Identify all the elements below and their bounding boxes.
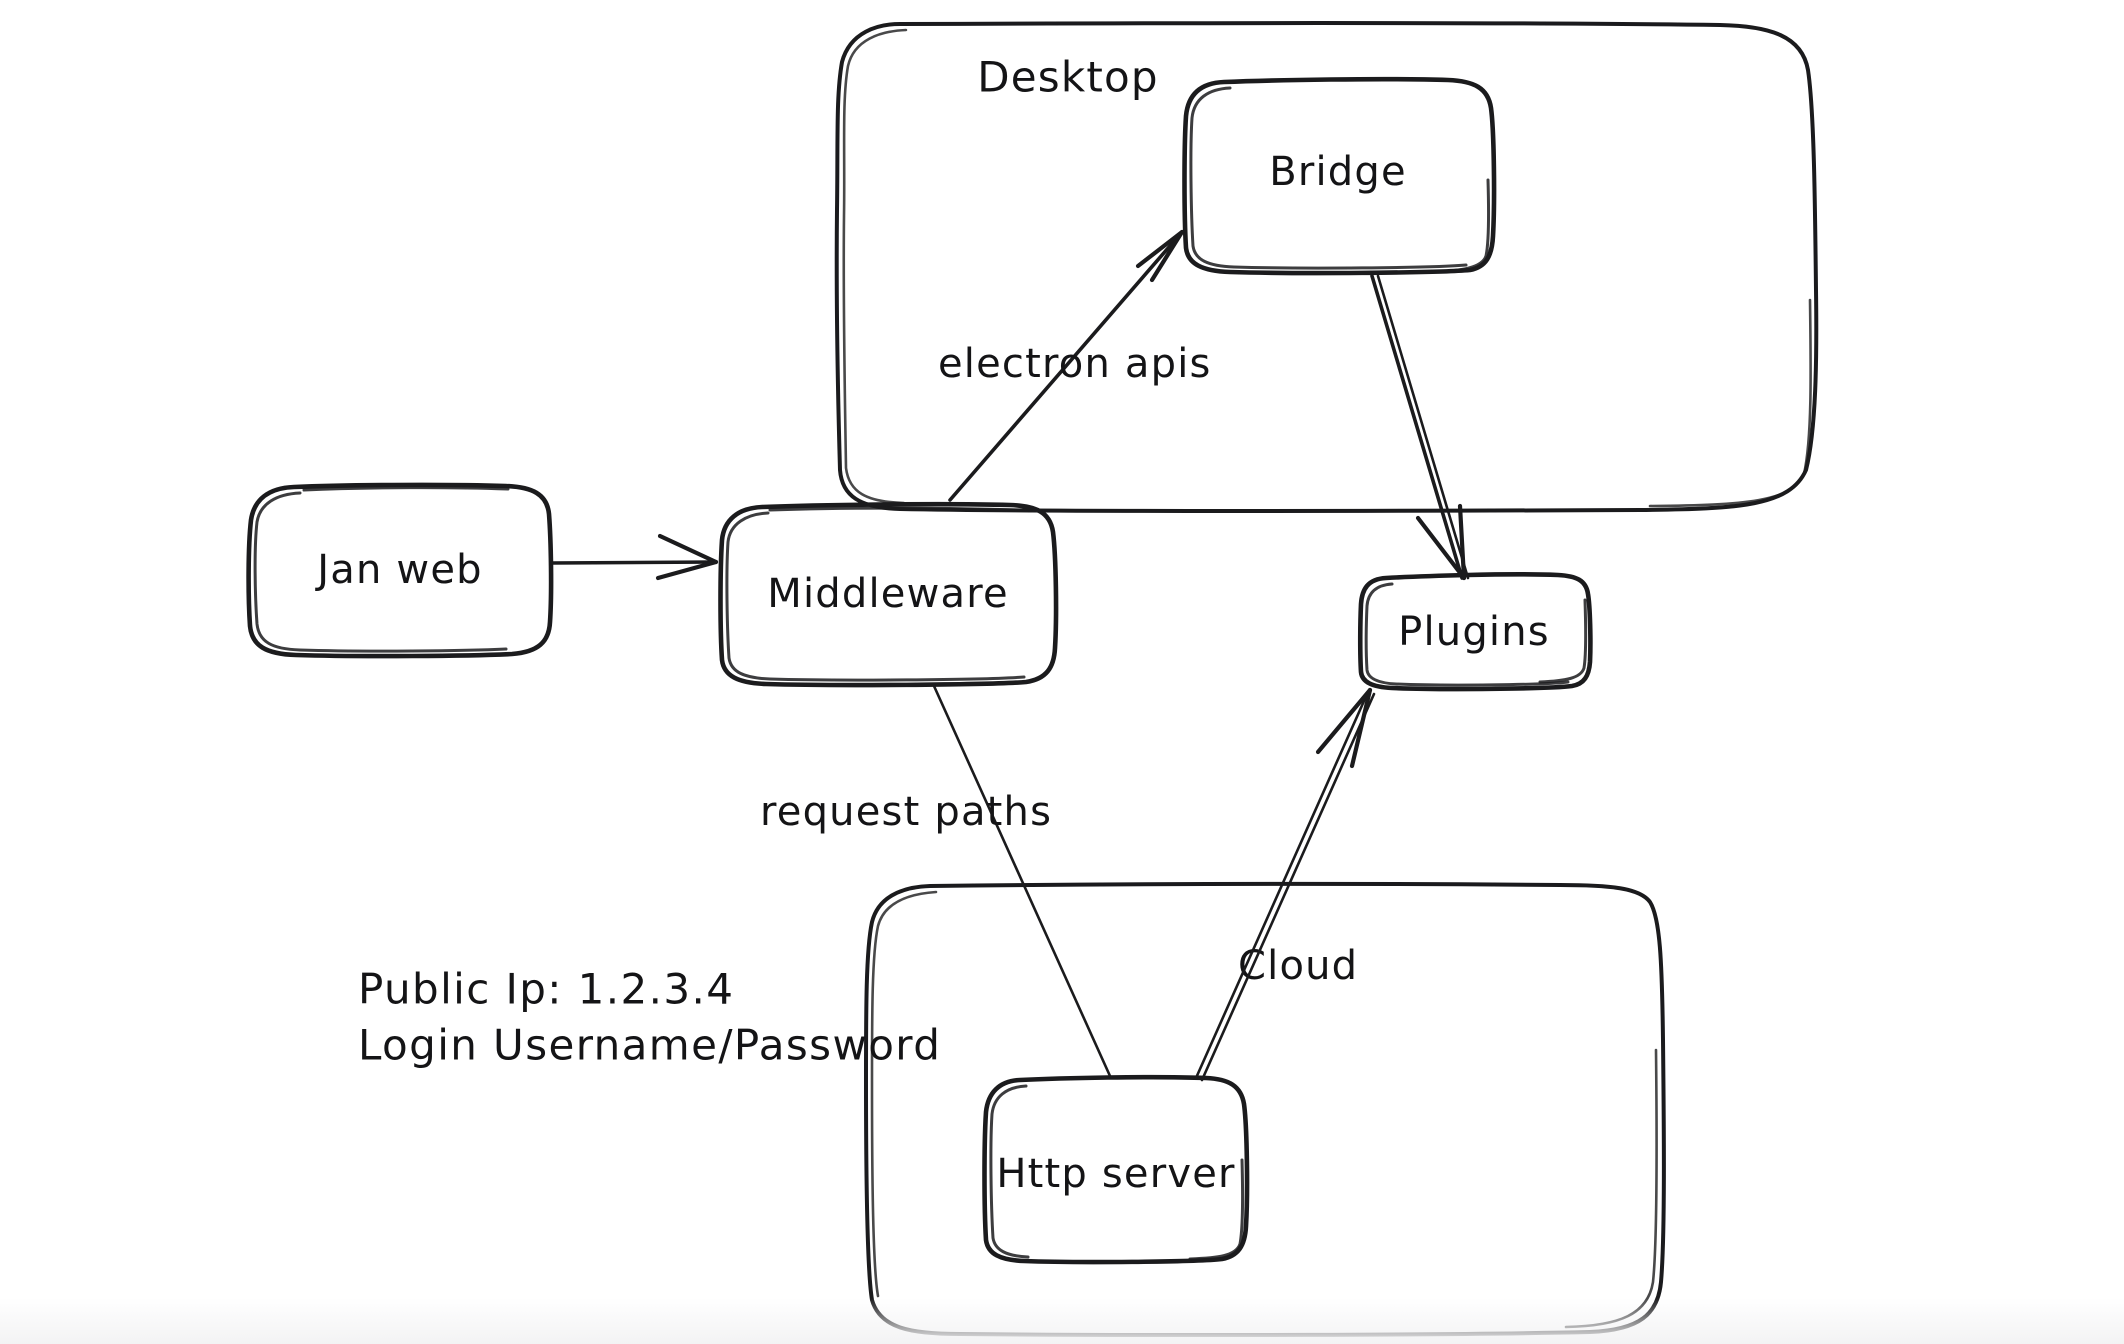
edge-middleware-to-httpserver: request paths <box>760 684 1112 1078</box>
edge-label-electron-apis: electron apis <box>938 341 1212 387</box>
edge-bridge-to-plugins <box>1370 274 1470 581</box>
node-label-jan-web: Jan web <box>314 547 483 593</box>
edge-janweb-to-middleware <box>550 533 719 581</box>
node-label-middleware: Middleware <box>767 571 1009 617</box>
node-label-plugins: Plugins <box>1398 609 1550 655</box>
edge-middleware-to-bridge: electron apis <box>938 229 1212 502</box>
edge-label-cloud: Cloud <box>1238 943 1358 989</box>
edge-label-request-paths: request paths <box>760 789 1052 835</box>
edge-httpserver-to-plugins <box>1194 687 1376 1082</box>
node-middleware[interactable]: Middleware <box>718 501 1059 688</box>
group-desktop[interactable]: Desktop <box>834 21 1819 513</box>
note-public-ip: Public Ip: 1.2.3.4 Login Username/Passwo… <box>358 965 941 1070</box>
note-line-public-ip: Public Ip: 1.2.3.4 <box>358 965 734 1014</box>
group-label-desktop: Desktop <box>977 53 1159 102</box>
note-line-login: Login Username/Password <box>358 1021 941 1070</box>
node-http-server[interactable]: Http server <box>982 1074 1250 1265</box>
node-jan-web[interactable]: Jan web <box>246 482 554 659</box>
node-label-http-server: Http server <box>996 1151 1235 1197</box>
node-label-bridge: Bridge <box>1269 149 1407 195</box>
node-plugins[interactable]: Plugins <box>1357 572 1593 692</box>
node-bridge[interactable]: Bridge <box>1182 76 1497 276</box>
